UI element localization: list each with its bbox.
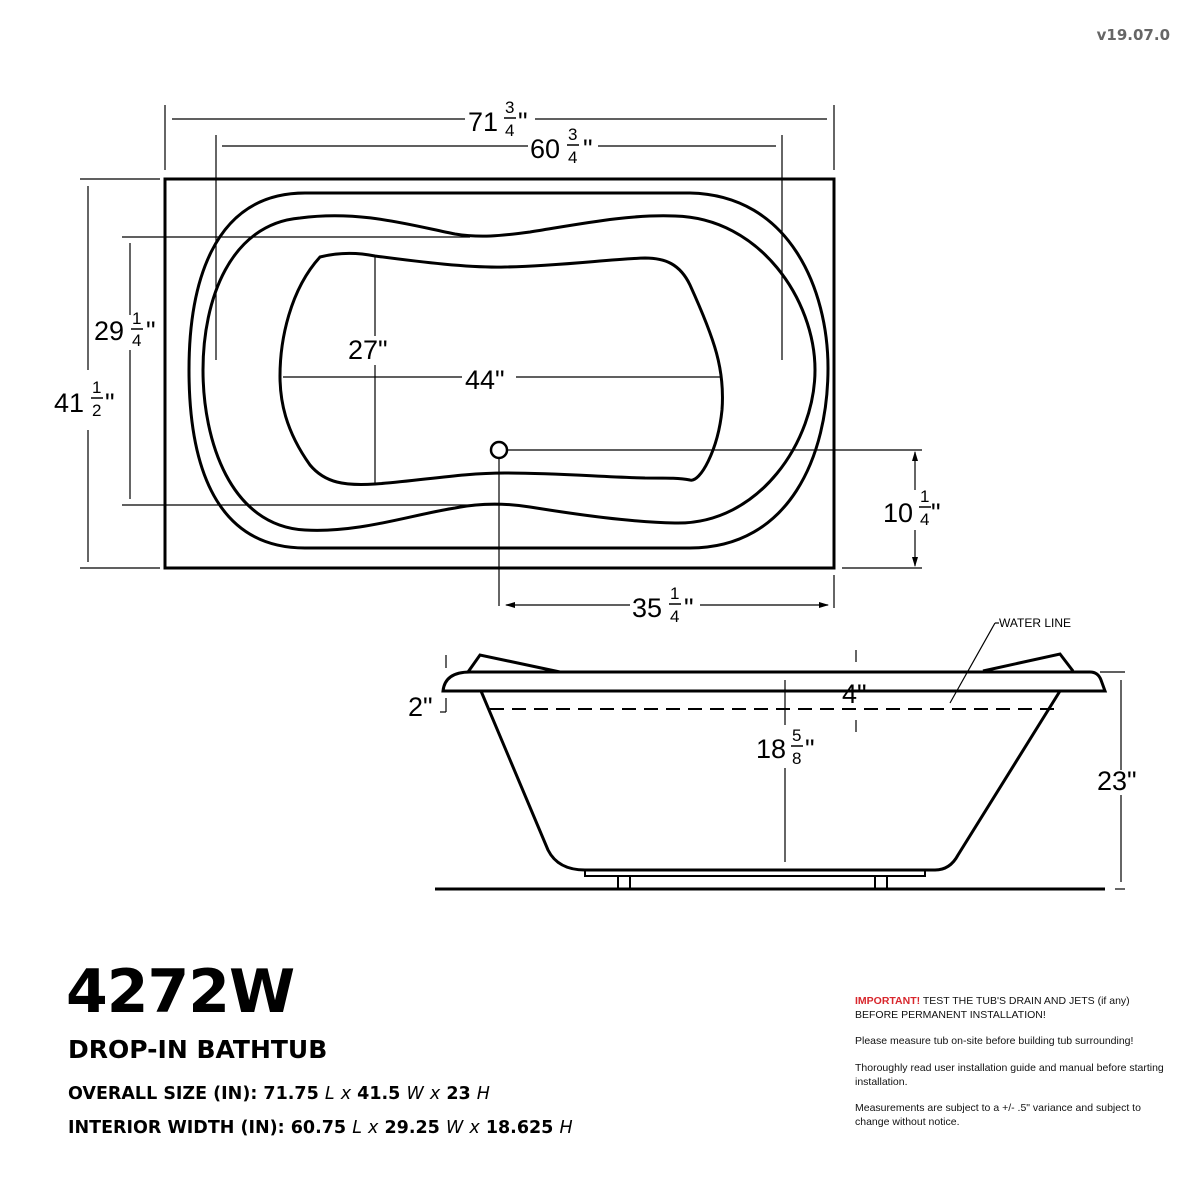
overall-length-value: 71.75 [263,1084,319,1104]
note-item: Please measure tub on-site before buildi… [855,1035,1134,1048]
separator: x [340,1084,352,1104]
tub-rim [441,670,1108,693]
separator: x [368,1118,379,1138]
dim-drain-offset-x-num: 1 [670,584,679,603]
interior-length-value: 60.75 [290,1118,347,1138]
dim-unit: " [105,388,115,418]
unit-l: L [352,1118,362,1138]
interior-width-value: 29.25 [384,1118,440,1138]
dim-interior-depth-num: 5 [792,726,801,745]
left-leg [617,875,631,890]
dim-water-line-depth: 4" [842,679,867,709]
dim-interior-length-den: 4 [568,148,577,167]
dim-interior-length-num: 3 [568,125,577,144]
important-label: IMPORTANT! [855,995,921,1007]
dim-total-height: 23" [1097,766,1137,796]
inner-rim [201,214,817,532]
technical-drawing: 71 3 4 " 60 3 4 " 41 1 2 " 29 1 4 " [54,98,1137,891]
dim-interior-width-den: 4 [132,331,141,350]
dim-unit: " [518,107,528,137]
right-leg [874,875,888,890]
dim-drain-offset-x: 35 [632,593,662,623]
overall-width-value: 41.5 [357,1084,401,1104]
installation-notes: IMPORTANT! TEST THE TUB'S DRAIN AND JETS… [855,995,1175,1142]
important-note: IMPORTANT! TEST THE TUB'S DRAIN AND JETS… [855,995,1175,1022]
dim-drain-offset-y-num: 1 [920,487,929,506]
unit-h: H [559,1118,573,1138]
important-text: TEST THE TUB'S DRAIN AND JETS (if any) B… [855,995,1130,1021]
dim-unit: " [146,316,156,346]
dim-interior-depth: 18 [756,734,786,764]
left-headrest [466,653,561,674]
overall-height-value: 23 [446,1084,471,1104]
tub-body [479,690,1062,872]
dim-interior-depth-den: 8 [792,749,801,768]
side-view: WATER LINE 2" 4" 18 5 8 " 23" [408,616,1137,891]
version-label: v19.07.0 [1096,26,1170,44]
dim-overall-length-den: 4 [505,121,514,140]
product-type: DROP-IN BATHTUB [68,1035,328,1064]
overall-size-spec: OVERALL SIZE (IN): 71.75 L x 41.5 W x 23… [68,1084,490,1104]
model-number: 4272W [66,957,295,1027]
dim-drain-offset-y: 10 [883,498,913,528]
water-line-label: WATER LINE [999,616,1071,630]
dim-overall-length: 71 [468,107,498,137]
tub-floor [278,252,724,486]
dim-rim-thickness: 2" [408,692,433,722]
unit-w: W [406,1084,424,1104]
outer-rim [187,191,830,550]
unit-h: H [476,1084,490,1104]
drain-icon [489,440,509,460]
dim-floor-width: 27" [348,335,388,365]
interior-height-value: 18.625 [485,1118,554,1138]
top-view: 71 3 4 " 60 3 4 " 41 1 2 " 29 1 4 " [54,98,941,626]
dim-unit: " [583,134,593,164]
dim-overall-width-den: 2 [92,401,101,420]
dim-unit: " [684,593,694,623]
dim-overall-length-num: 3 [505,98,514,117]
dim-overall-width-num: 1 [92,378,101,397]
dim-interior-width-num: 1 [132,309,141,328]
dim-unit: " [805,734,815,764]
unit-l: L [324,1084,335,1104]
dim-interior-length: 60 [530,134,560,164]
separator: x [469,1118,480,1138]
dim-unit: " [931,498,941,528]
interior-size-label: INTERIOR WIDTH (IN): [68,1118,285,1138]
unit-w: W [445,1118,464,1138]
separator: x [429,1084,441,1104]
note-item: Thoroughly read user installation guide … [855,1061,1164,1088]
dim-interior-width: 29 [94,316,124,346]
dim-floor-length: 44" [465,365,505,395]
interior-size-spec: INTERIOR WIDTH (IN): 60.75 L x 29.25 W x… [68,1118,573,1138]
dim-drain-offset-x-den: 4 [670,607,679,626]
overall-size-label: OVERALL SIZE (IN): [68,1084,258,1104]
right-headrest [982,652,1075,673]
note-item: Measurements are subject to a +/- .5" va… [855,1102,1141,1128]
dim-drain-offset-y-den: 4 [920,510,929,529]
tub-base [584,869,926,877]
dim-overall-width: 41 [54,388,84,418]
